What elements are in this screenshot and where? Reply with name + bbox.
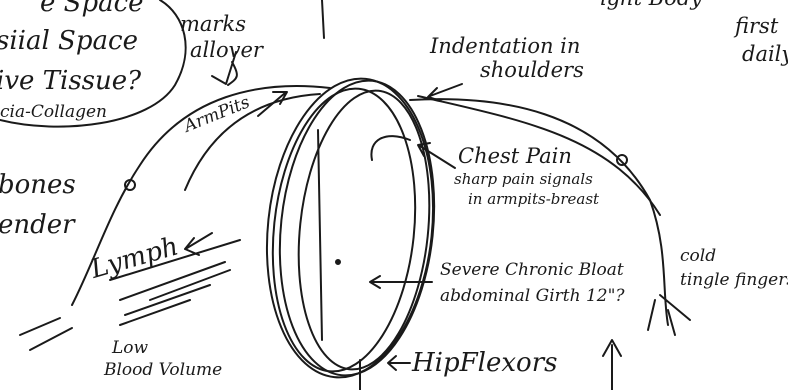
note-tingle-fingers: tingle fingers (680, 272, 788, 289)
note-top-right-cutoff: ight Body (600, 0, 702, 9)
note-bones: bones (0, 172, 76, 198)
arrow-hipflexors (388, 356, 410, 370)
note-daily: daily (742, 44, 788, 65)
note-severe-bloat: Severe Chronic Bloat (440, 262, 624, 279)
arrow-lymph (185, 233, 212, 255)
note-allover: allover (190, 40, 263, 61)
note-fascia-collagen: cia-Collagen (0, 104, 107, 121)
torso-oval-1 (253, 70, 447, 385)
note-chest-pain: Chest Pain (458, 146, 572, 167)
arrow-chest (418, 143, 455, 168)
right-elbow-dot (617, 155, 627, 165)
note-marks: marks (180, 14, 246, 35)
navel-dot (336, 260, 340, 264)
note-top-left-cutoff: e Space (40, 0, 144, 16)
bottom-arrow-right (603, 340, 621, 390)
right-hand-lines (648, 295, 690, 335)
note-low: Low (112, 340, 148, 357)
note-blood-volume: Blood Volume (104, 362, 222, 379)
center-vertical-line-top (322, 0, 324, 38)
center-line-inner (318, 130, 322, 340)
torso-oval-2 (266, 73, 448, 383)
arrow-armpits (258, 92, 287, 116)
note-shoulders: shoulders (480, 60, 584, 81)
note-interstitial-space: siial Space (0, 28, 138, 54)
note-indentation: Indentation in (430, 36, 580, 57)
note-abdominal-girth: abdominal Girth 12"? (440, 288, 625, 305)
note-sharp-pain-1: sharp pain signals (454, 172, 593, 187)
note-hip-flexors: HipFlexors (412, 350, 557, 376)
note-first: first (735, 16, 778, 37)
note-connective-tissue: ive Tissue? (0, 68, 141, 94)
left-hand-lines (20, 318, 72, 350)
note-tender: ender (0, 212, 75, 238)
note-sharp-pain-2: in armpits-breast (468, 192, 599, 207)
note-cold: cold (680, 248, 716, 265)
